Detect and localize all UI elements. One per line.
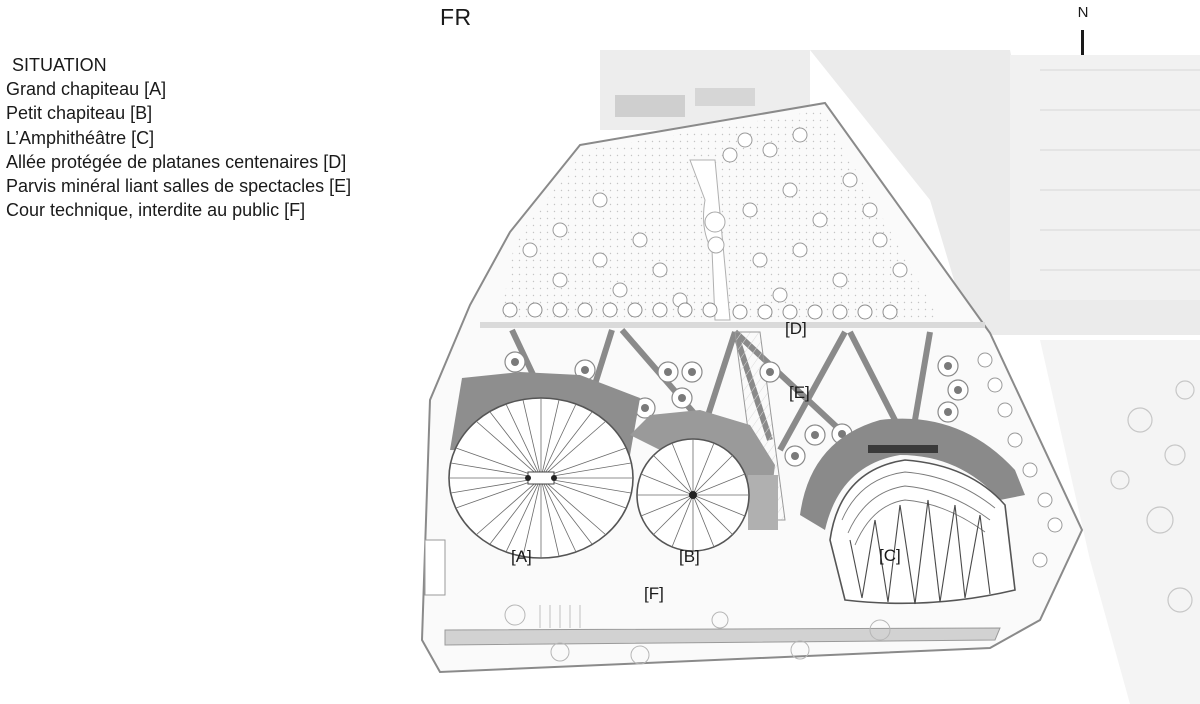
label-c: [C]	[879, 546, 901, 565]
context-trees	[1110, 380, 1195, 613]
context-road	[810, 50, 1200, 335]
allee-strip	[480, 322, 985, 328]
east-trees	[977, 352, 1063, 568]
label-b: [B]	[679, 547, 700, 566]
legend-item-d: Allée protégée de platanes centenaires […	[6, 151, 347, 172]
site-legend: SITUATION Grand chapiteau [A] Petit chap…	[6, 53, 351, 222]
legend-heading: SITUATION	[12, 55, 107, 75]
allee-trees	[502, 302, 898, 320]
legend-item-e: Parvis minéral liant salles de spectacle…	[6, 176, 352, 197]
label-a: [A]	[511, 547, 532, 566]
west-structure	[424, 539, 446, 596]
amphitheatre	[800, 418, 1025, 605]
parvis-planters	[504, 351, 969, 467]
legend-item-f: Cour technique, interdite au public [F]	[6, 200, 306, 221]
parking-area	[1010, 55, 1200, 300]
context-roof-2	[695, 88, 755, 106]
north-label: N	[1077, 4, 1089, 21]
garden-trees	[522, 127, 908, 308]
label-f: [F]	[644, 584, 664, 603]
context-park	[1040, 340, 1200, 704]
north-arrow-icon	[1081, 30, 1084, 57]
technical-court	[424, 539, 1001, 665]
legend-item-b: Petit chapiteau [B]	[6, 103, 153, 124]
language-label[interactable]: FR	[440, 4, 472, 30]
context-roof-1	[615, 95, 685, 117]
petit-chapiteau	[630, 410, 778, 552]
label-e: [E]	[789, 383, 810, 402]
context-areas	[600, 50, 1200, 704]
legend-item-c: L’Amphithéâtre [C]	[6, 127, 155, 148]
parking-lines	[1040, 69, 1200, 271]
grand-chapiteau	[448, 372, 640, 559]
label-d: [D]	[785, 319, 807, 338]
legend-item-a: Grand chapiteau [A]	[6, 79, 167, 100]
